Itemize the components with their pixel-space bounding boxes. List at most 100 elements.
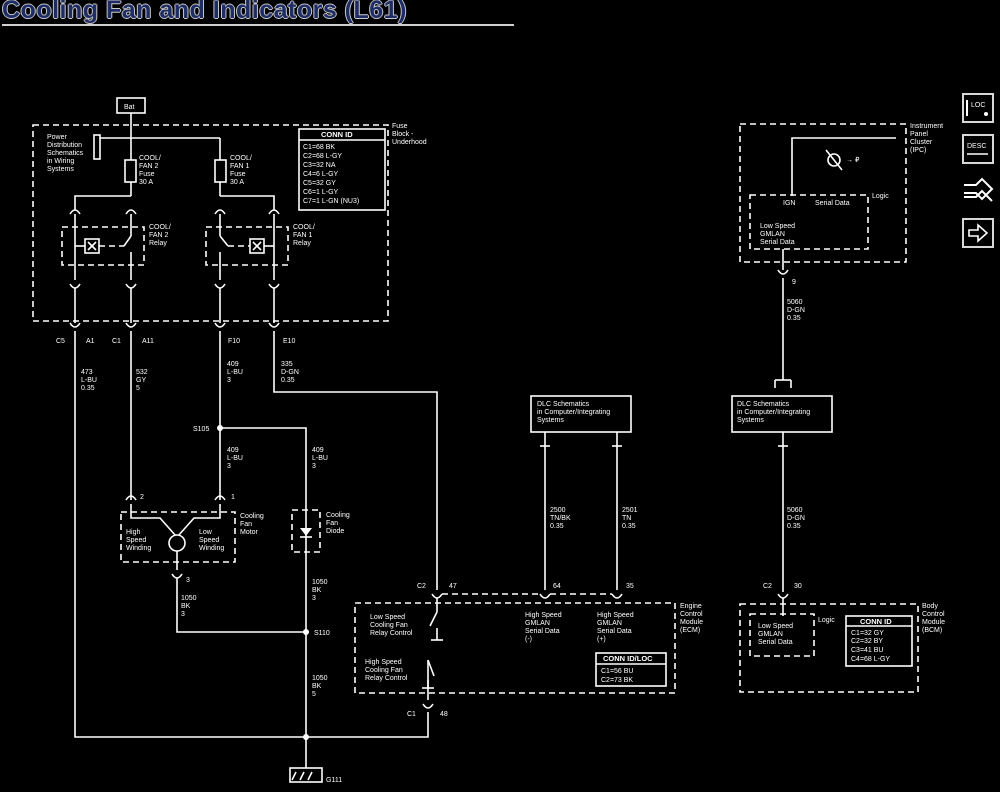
page-title: Cooling Fan and Indicators (L61): [2, 0, 407, 24]
cool-fan-1-relay: COOL/ FAN 1 Relay: [205, 214, 315, 280]
svg-text:Schematics: Schematics: [47, 150, 84, 157]
svg-text:(-): (-): [525, 636, 532, 643]
svg-text:Control: Control: [922, 611, 945, 618]
svg-text:Fuse: Fuse: [139, 171, 155, 178]
wire-label-5060a: 5060 D-GN 0.35: [787, 299, 805, 322]
svg-text:Diode: Diode: [326, 528, 344, 535]
svg-text:A11: A11: [142, 338, 154, 345]
dlc-schematics-left: DLC Schematics in Computer/Integrating S…: [530, 395, 632, 590]
wire-335: [273, 331, 438, 590]
svg-text:0.35: 0.35: [622, 523, 636, 530]
engine-control-module: C2 47 64 35 Low Speed Cooling Fan Relay …: [354, 583, 703, 718]
svg-text:Winding: Winding: [126, 545, 151, 552]
svg-text:C5: C5: [56, 338, 65, 345]
svg-text:C1: C1: [112, 338, 121, 345]
svg-text:A1: A1: [86, 338, 95, 345]
svg-text:1050: 1050: [312, 579, 328, 586]
svg-text:9: 9: [792, 279, 796, 286]
svg-text:Cluster: Cluster: [910, 139, 933, 146]
svg-text:(ECM): (ECM): [680, 627, 700, 634]
svg-text:0.35: 0.35: [81, 385, 95, 392]
svg-text:Motor: Motor: [240, 529, 259, 536]
title-underline: [2, 24, 514, 26]
svg-text:5: 5: [136, 385, 140, 392]
svg-text:L-BU: L-BU: [81, 377, 97, 384]
wire-409-diode: [220, 427, 307, 510]
svg-text:LOC: LOC: [971, 102, 985, 109]
svg-text:Fuse: Fuse: [230, 171, 246, 178]
svg-text:C1: C1: [407, 711, 416, 718]
wire-label-409a: 409 L-BU 3: [227, 361, 243, 384]
svg-text:FAN 2: FAN 2: [139, 163, 159, 170]
svg-text:CONN ID: CONN ID: [321, 130, 353, 139]
svg-text:(IPC): (IPC): [910, 147, 926, 154]
svg-text:2500: 2500: [550, 507, 566, 514]
svg-text:Relay: Relay: [293, 240, 311, 247]
svg-text:High Speed: High Speed: [365, 659, 402, 666]
svg-text:3: 3: [227, 463, 231, 470]
svg-text:C3=32 NA: C3=32 NA: [303, 162, 336, 169]
svg-text:C1=32 GY: C1=32 GY: [851, 630, 884, 637]
svg-text:IGN: IGN: [783, 200, 795, 207]
svg-text:3: 3: [181, 611, 185, 618]
svg-text:Relay Control: Relay Control: [370, 630, 413, 637]
svg-text:in Computer/Integrating: in Computer/Integrating: [737, 409, 810, 416]
svg-text:Engine: Engine: [680, 603, 702, 610]
svg-text:Logic: Logic: [818, 617, 835, 624]
svg-text:(BCM): (BCM): [922, 627, 942, 634]
svg-text:409: 409: [227, 447, 239, 454]
svg-text:D-GN: D-GN: [787, 515, 805, 522]
svg-text:C1=68 BK: C1=68 BK: [303, 144, 335, 151]
wire-label-2500: 2500 TN/BK 0.35: [550, 507, 571, 530]
svg-text:C2=32 BY: C2=32 BY: [851, 638, 883, 645]
battery-label: Bat: [124, 104, 135, 111]
svg-text:F10: F10: [228, 338, 240, 345]
next-button[interactable]: [962, 218, 994, 248]
svg-text:C5=32 GY: C5=32 GY: [303, 180, 336, 187]
svg-text:E10: E10: [283, 338, 296, 345]
svg-text:5060: 5060: [787, 507, 803, 514]
instrument-panel-cluster: Instrument Panel Cluster (IPC) → ₽ IGN S…: [739, 123, 943, 286]
svg-text:0.35: 0.35: [787, 523, 801, 530]
svg-text:DESC: DESC: [967, 143, 986, 150]
svg-text:3: 3: [312, 595, 316, 602]
svg-text:Fan: Fan: [240, 521, 252, 528]
svg-text:409: 409: [227, 361, 239, 368]
svg-text:L-BU: L-BU: [227, 369, 243, 376]
wire-label-1050b: 1050 BK 3: [312, 579, 328, 602]
cooling-fan-motor: 2 1 High Speed Winding Low Speed Winding…: [120, 494, 264, 584]
splice-s110-dot: [303, 629, 309, 635]
svg-text:48: 48: [440, 711, 448, 718]
power-distribution-reference: Power Distribution Schematics in Wiring …: [47, 134, 101, 173]
desc-button[interactable]: DESC: [962, 134, 994, 164]
svg-text:Low: Low: [199, 529, 213, 536]
svg-text:64: 64: [553, 583, 561, 590]
svg-text:Logic: Logic: [872, 193, 889, 200]
svg-text:GMLAN: GMLAN: [760, 231, 785, 238]
svg-text:0.35: 0.35: [550, 523, 564, 530]
svg-text:C4=6 L-GY: C4=6 L-GY: [303, 171, 339, 178]
svg-text:G111: G111: [326, 777, 342, 784]
svg-text:C2: C2: [763, 583, 772, 590]
svg-text:in Wiring: in Wiring: [47, 158, 74, 165]
loc-button[interactable]: LOC: [962, 93, 994, 123]
svg-text:47: 47: [449, 583, 457, 590]
svg-text:GMLAN: GMLAN: [525, 620, 550, 627]
svg-text:1: 1: [231, 494, 235, 501]
svg-text:DLC Schematics: DLC Schematics: [737, 401, 790, 408]
wire-label-1050a: 1050 BK 3: [181, 595, 197, 618]
location-icon: LOC: [966, 100, 988, 116]
svg-text:Systems: Systems: [737, 417, 764, 424]
splice-s105-dot: [217, 425, 223, 431]
wiring-icon-button[interactable]: [962, 177, 994, 207]
svg-text:Cooling: Cooling: [240, 513, 264, 520]
svg-text:3: 3: [186, 577, 190, 584]
cool-fan-2-fuse: COOL/ FAN 2 Fuse 30 A: [124, 138, 161, 196]
svg-text:BK: BK: [312, 683, 322, 690]
wire-label-335: 335 D-GN 0.35: [281, 361, 299, 384]
svg-text:Panel: Panel: [910, 131, 928, 138]
cool-fan-1-fuse: COOL/ FAN 1 Fuse 30 A: [214, 138, 252, 196]
svg-text:FAN 1: FAN 1: [230, 163, 250, 170]
